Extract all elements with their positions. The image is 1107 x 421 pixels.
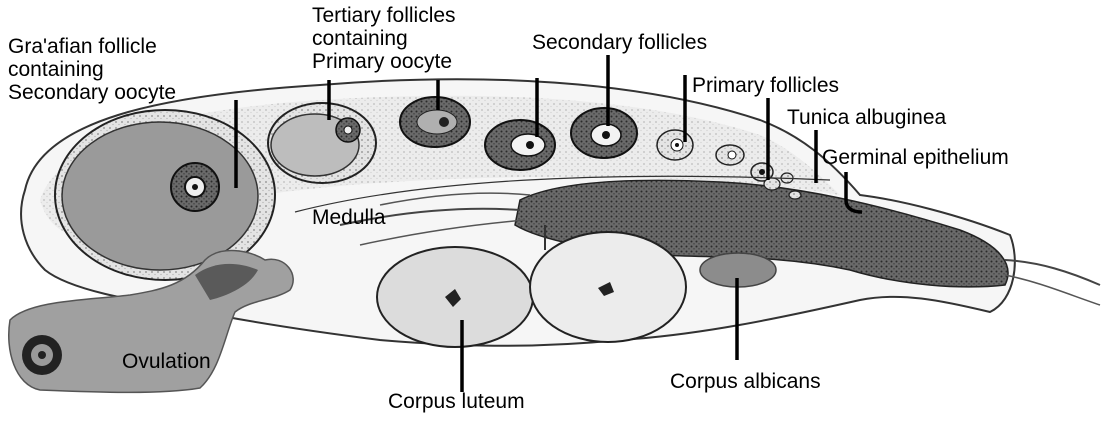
label-corpus-luteum: Corpus luteum [388, 390, 525, 413]
secondary-follicle-1 [485, 120, 555, 170]
label-corpus-albicans: Corpus albicans [670, 370, 821, 393]
label-tertiary-line2: containing [312, 27, 456, 50]
label-graafian-line3: Secondary oocyte [8, 81, 176, 104]
corpus-luteum-right [530, 232, 686, 342]
secondary-follicle-2 [571, 108, 637, 158]
corpus-luteum-left [377, 247, 533, 347]
label-secondary-follicles: Secondary follicles [532, 31, 707, 54]
label-graafian-line2: containing [8, 58, 176, 81]
label-ovulation: Ovulation [122, 350, 211, 373]
label-tertiary-line3: Primary oocyte [312, 50, 456, 73]
label-graafian-line1: Gra'afian follicle [8, 35, 176, 58]
label-graafian-follicle: Gra'afian follicle containing Secondary … [8, 35, 176, 104]
label-primary-follicles: Primary follicles [692, 74, 839, 97]
label-medulla: Medulla [312, 206, 386, 229]
label-tertiary-follicles: Tertiary follicles containing Primary oo… [312, 4, 456, 73]
label-tertiary-line1: Tertiary follicles [312, 4, 456, 27]
label-tunica-albuginea: Tunica albuginea [787, 106, 946, 129]
label-germinal-epithelium: Germinal epithelium [822, 146, 1009, 169]
tertiary-follicle [268, 103, 376, 183]
early-tertiary-follicle [400, 97, 470, 147]
